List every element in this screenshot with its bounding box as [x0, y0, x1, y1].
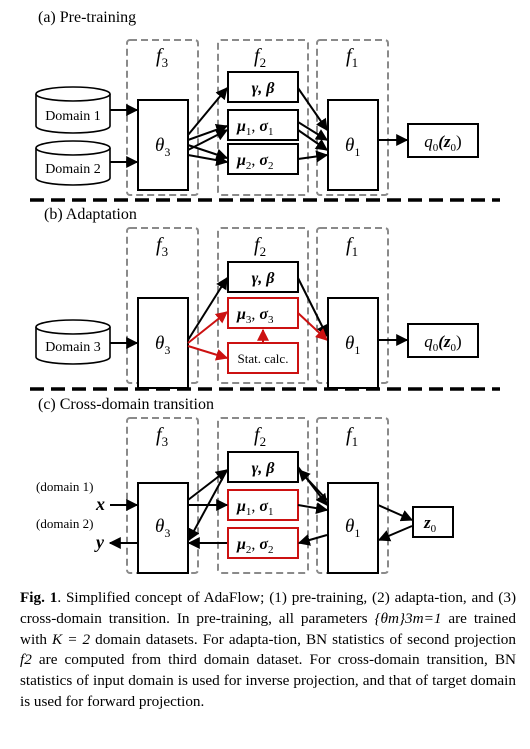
theta3-label-a: θ3: [155, 135, 170, 159]
theta1-box-c: [327, 482, 379, 574]
domain3-database-icon: Domain 3: [35, 319, 111, 365]
f1-label-c: f1: [346, 424, 358, 449]
gamma-beta-label-c: γ, β: [252, 460, 276, 477]
mu3-sigma3-label-b: μ3, σ3: [236, 306, 274, 326]
y-output-label: y: [94, 532, 105, 552]
caption-math-theta: {θm}3m=1: [374, 609, 442, 627]
theta3-box-a: [137, 99, 189, 191]
gamma-beta-box-c: [227, 451, 299, 483]
caption-math-f2: f2: [20, 651, 32, 669]
f3-label-b: f3: [156, 234, 168, 259]
f2-label-b: f2: [254, 234, 266, 259]
q0-output-label-a: q0(z0): [424, 132, 461, 154]
caption-text-4: are computed from third domain dataset. …: [20, 651, 516, 710]
gamma-beta-box-a: [227, 71, 299, 103]
caption-text-3: domain datasets. For adapta-tion, BN sta…: [90, 630, 516, 648]
domain2-output-label: (domain 2): [36, 516, 93, 531]
mu2-sigma2-label-a: μ2, σ2: [236, 152, 274, 172]
mu1-sigma1-label-a: μ1, σ1: [236, 118, 274, 138]
domain2-database-icon: Domain 2: [35, 140, 111, 186]
caption-text-1: . Simplified concept of AdaFlow; (1) pre…: [20, 589, 517, 627]
gamma-beta-label-a: γ, β: [252, 80, 276, 97]
mu3-sigma3-box-b: [227, 297, 299, 329]
adaflow-diagram: (a) Pre-training f3 f2 f1 Domain 1 Domai…: [30, 9, 500, 574]
f2-label-c: f2: [254, 424, 266, 449]
f3-dashed-box-a: [126, 39, 199, 196]
theta1-label-c: θ1: [345, 516, 360, 540]
x-input-label: x: [95, 494, 105, 514]
mu1-sigma1-box-c: [227, 489, 299, 521]
caption-math-k: K = 2: [52, 630, 91, 648]
theta1-box-b: [327, 297, 379, 389]
domain1-input-label: (domain 1): [36, 479, 93, 494]
caption-label: Fig. 1: [20, 589, 58, 606]
q0-output-box-b: [407, 323, 479, 358]
f1-dashed-box-a: [316, 39, 389, 196]
theta3-label-b: θ3: [155, 333, 170, 357]
q0-output-label-b: q0(z0): [424, 332, 461, 354]
panel-c-title: (c) Cross-domain transition: [38, 396, 214, 413]
f1-label-a: f1: [346, 45, 358, 70]
f2-label-a: f2: [254, 45, 266, 70]
domain1-database-icon: Domain 1: [35, 86, 111, 134]
panel-a-title: (a) Pre-training: [38, 9, 136, 26]
caption-text-2: are trained with: [20, 609, 516, 648]
f3-label-a: f3: [156, 45, 168, 70]
stat-calc-label-b: Stat. calc.: [238, 351, 289, 366]
mu2-sigma2-label-c: μ2, σ2: [236, 536, 274, 556]
f3-label-c: f3: [156, 424, 168, 449]
theta1-label-b: θ1: [345, 333, 360, 357]
gamma-beta-label-b: γ, β: [252, 270, 276, 287]
theta3-label-c: θ3: [155, 516, 170, 540]
f1-label-b: f1: [346, 234, 358, 259]
z0-box-c: [412, 506, 454, 538]
theta1-label-a: θ1: [345, 135, 360, 159]
domain3-label: Domain 3: [45, 340, 101, 355]
mu1-sigma1-label-c: μ1, σ1: [236, 498, 274, 518]
domain2-label: Domain 2: [45, 162, 101, 177]
z0-label-c: z0: [423, 513, 437, 535]
q0-output-box-a: [407, 123, 479, 158]
theta3-box-c: [137, 482, 189, 574]
domain1-label: Domain 1: [45, 109, 101, 124]
gamma-beta-box-b: [227, 261, 299, 293]
figure-caption: Fig. 1. Simplified concept of AdaFlow; (…: [20, 588, 516, 713]
theta1-box-a: [327, 99, 379, 191]
panel-b-title: (b) Adaptation: [44, 206, 137, 223]
